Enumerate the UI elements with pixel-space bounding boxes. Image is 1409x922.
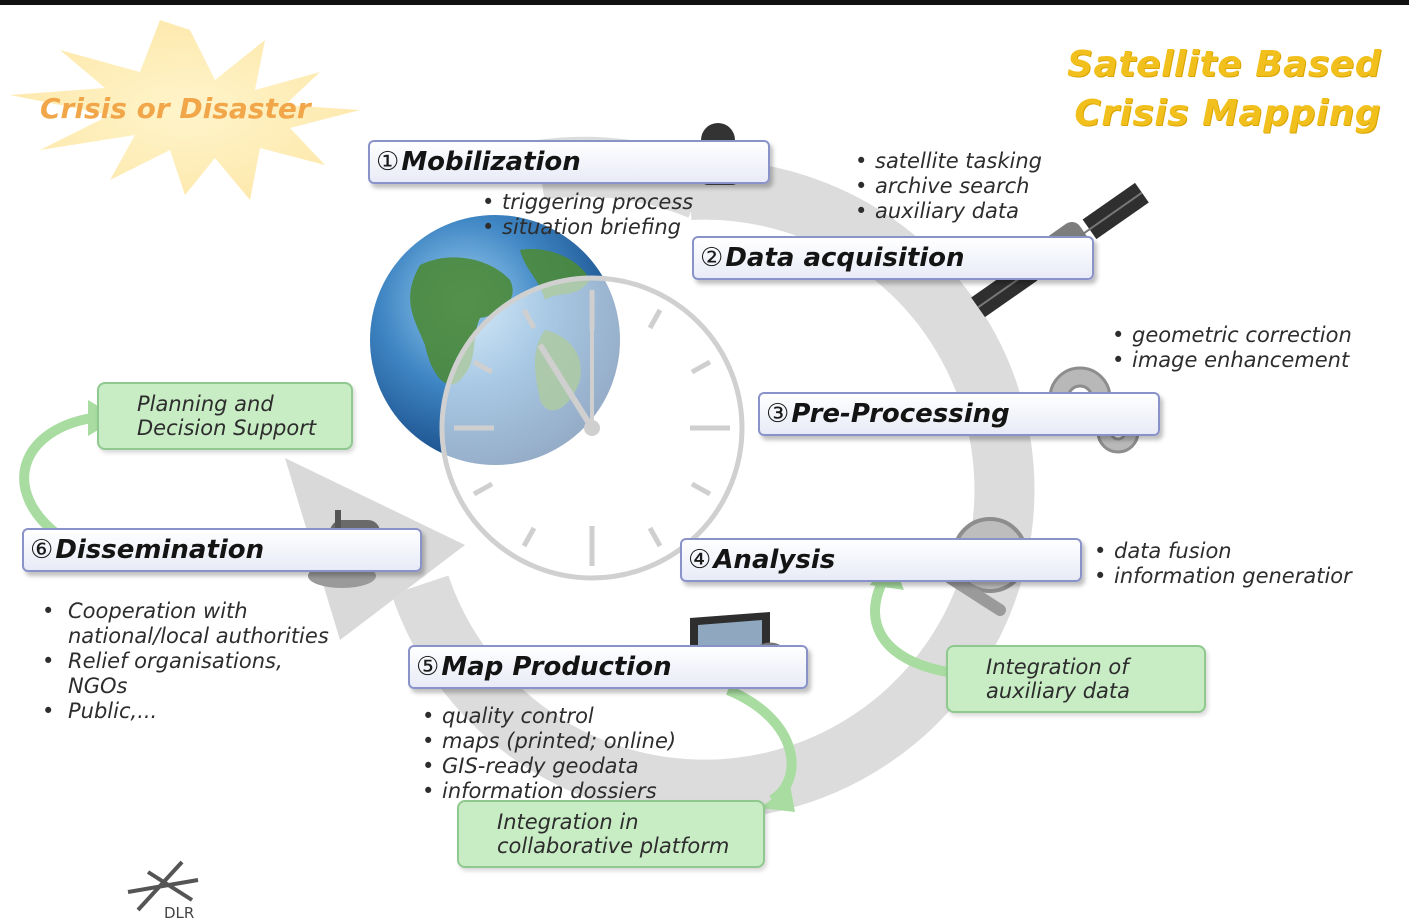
bullet-item: maps (printed; online) <box>422 729 676 754</box>
step-label: Pre-Processing <box>791 399 1010 429</box>
data-acquisition-bullets: satellite tasking archive search auxilia… <box>855 149 1042 224</box>
step-label: Dissemination <box>55 535 265 565</box>
step-label: Mobilization <box>401 147 581 177</box>
bullet-item: GIS-ready geodata <box>422 754 676 779</box>
crisis-label: Crisis or Disaster <box>40 92 311 125</box>
step-number: ⑥ <box>30 535 54 565</box>
bullet-item: Public,... <box>42 699 332 724</box>
bullet-item: data fusion <box>1094 539 1380 564</box>
step-number: ⑤ <box>416 652 440 682</box>
planning-arrow <box>19 413 93 539</box>
bullet-item: archive search <box>855 174 1042 199</box>
bullet-item: triggering process <box>482 190 693 215</box>
bullet-item: Relief organisations, NGOs <box>42 649 332 699</box>
bullet-item: Cooperation with national/local authorit… <box>42 599 332 649</box>
step-number: ② <box>700 243 724 273</box>
bullet-item: geometric correction <box>1112 323 1352 348</box>
step-label: Analysis <box>713 545 836 575</box>
step-pre-processing: ③ Pre-Processing <box>758 392 1160 436</box>
step-label: Data acquisition <box>725 243 965 273</box>
bullet-item: satellite tasking <box>855 149 1042 174</box>
box-line: Integration of <box>986 655 1129 679</box>
step-number: ③ <box>766 399 790 429</box>
aux-arrow <box>870 572 949 677</box>
bullet-item: image enhancement <box>1112 348 1352 373</box>
mobilization-bullets: triggering process situation briefing <box>482 190 693 240</box>
integration-platform-box: Integration in collaborative platform <box>457 800 765 868</box>
clock-hand-hour <box>537 343 595 430</box>
map-production-bullets: quality control maps (printed; online) G… <box>422 704 676 804</box>
diagram-title-line2: Crisis Mapping <box>1074 93 1381 134</box>
analysis-bullets: data fusion information generatior <box>1094 539 1380 589</box>
box-line: collaborative platform <box>497 834 730 858</box>
bullet-item: information dossiers <box>422 779 676 804</box>
step-number: ① <box>376 147 400 177</box>
step-label: Map Production <box>441 652 672 682</box>
top-border <box>0 0 1409 5</box>
integration-aux-box: Integration of auxiliary data <box>946 645 1206 713</box>
crisis-burst-shape <box>10 20 360 200</box>
dlr-logo-mark <box>127 860 199 912</box>
dissemination-bullets: Cooperation with national/local authorit… <box>42 599 332 724</box>
step-analysis: ④ Analysis <box>680 538 1082 582</box>
clock-ticks <box>454 290 730 566</box>
planning-decision-box: Planning and Decision Support <box>97 382 353 450</box>
bullet-item: auxiliary data <box>855 199 1042 224</box>
step-data-acquisition: ② Data acquisition <box>692 236 1094 280</box>
box-line: Decision Support <box>137 416 317 440</box>
step-mobilization: ① Mobilization <box>368 140 770 184</box>
diagram-title-line1: Satellite Based <box>1067 44 1381 85</box>
box-line: Planning and <box>137 392 274 416</box>
box-line: Integration in <box>497 810 639 834</box>
bullet-item: situation briefing <box>482 215 693 240</box>
step-map-production: ⑤ Map Production <box>408 645 808 689</box>
bullet-item: information generatior <box>1094 564 1380 589</box>
step-dissemination: ⑥ Dissemination <box>22 528 422 572</box>
step-number: ④ <box>688 545 712 575</box>
bullet-item: quality control <box>422 704 676 729</box>
pre-processing-bullets: geometric correction image enhancement <box>1112 323 1352 373</box>
box-line: auxiliary data <box>986 679 1131 703</box>
dlr-logo-text: DLR <box>164 904 195 922</box>
